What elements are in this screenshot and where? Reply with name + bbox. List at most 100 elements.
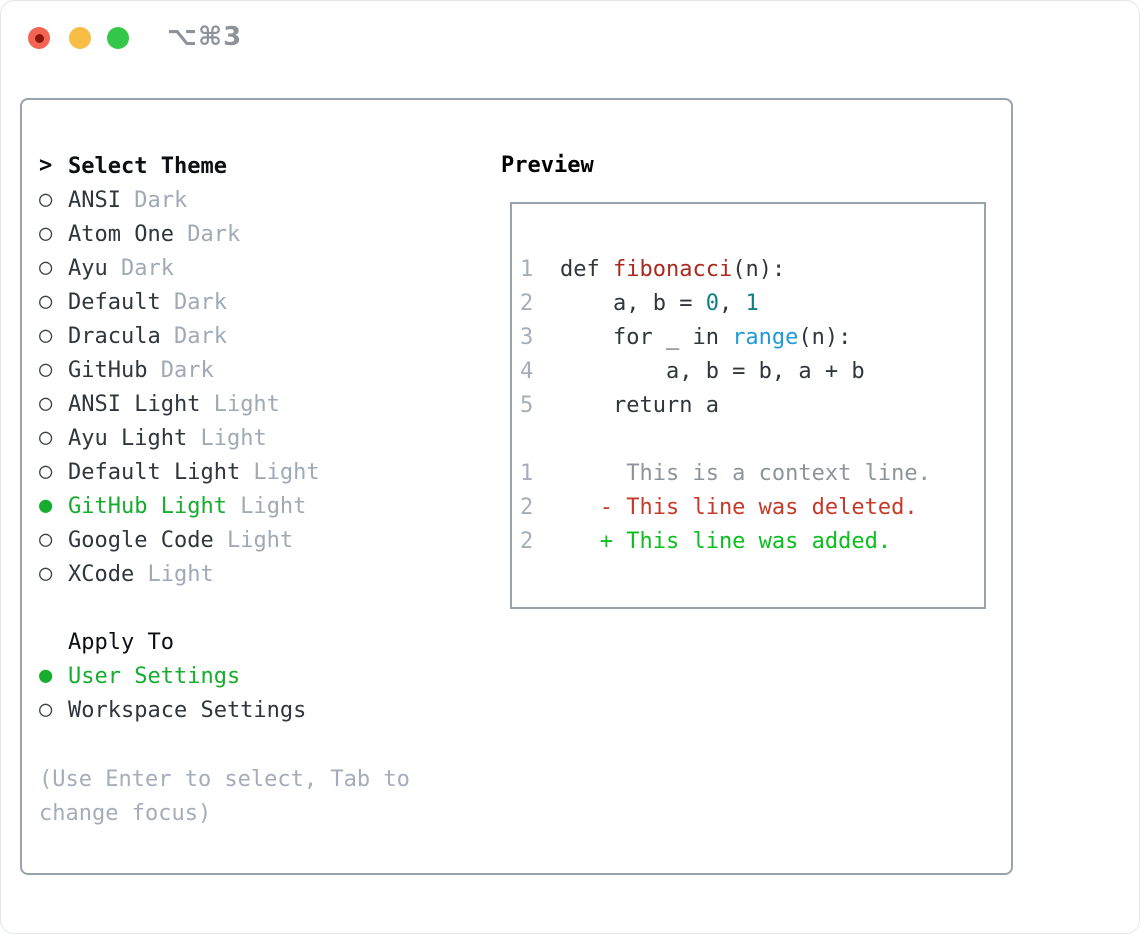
line-content: a, b = 0, 1: [560, 291, 759, 316]
code-token: (n):: [732, 256, 786, 282]
maximize-button[interactable]: [107, 27, 129, 49]
theme-variant-badge: Dark: [160, 323, 227, 349]
theme-list-header: > Select Theme: [39, 149, 320, 183]
code-token: - This line was deleted.: [560, 494, 918, 520]
preview-line: 1 This is a context line.: [520, 456, 984, 490]
preview-line: 1 def fibonacci(n):: [520, 252, 984, 286]
preview-line: 5 return a: [520, 388, 984, 422]
theme-list-title: Select Theme: [68, 153, 227, 179]
line-number: 4: [520, 358, 534, 384]
code-token: range: [732, 324, 799, 350]
radio-icon: ○: [39, 391, 53, 416]
theme-variant-badge: Light: [240, 459, 320, 485]
theme-option[interactable]: ○ANSI Light Light: [39, 387, 320, 421]
theme-name: ANSI Light: [68, 391, 201, 417]
code-token: return a: [560, 392, 719, 418]
line-content: a, b = b, a + b: [560, 359, 865, 384]
theme-option[interactable]: ○ Ayu Dark: [39, 251, 320, 285]
minimize-button[interactable]: [69, 27, 91, 49]
theme-variant-badge: Dark: [147, 357, 214, 383]
code-token: a, b =: [560, 290, 706, 316]
radio-icon: ○: [39, 561, 53, 586]
close-button[interactable]: [28, 27, 50, 49]
line-number: 2: [520, 528, 534, 554]
theme-name: Ayu: [68, 255, 108, 281]
theme-variant-badge: Light: [213, 527, 294, 553]
theme-option[interactable]: ○Default Light Light: [39, 455, 320, 489]
theme-variant-badge: Light: [134, 561, 214, 587]
theme-name: Default: [68, 289, 161, 315]
preview-line: 2 - This line was deleted.: [520, 490, 984, 524]
code-token: + This line was added.: [560, 528, 892, 554]
code-token: ,: [718, 290, 746, 316]
line-number: 1: [520, 256, 534, 282]
radio-icon: ○: [39, 323, 53, 348]
theme-variant-badge: Dark: [173, 221, 241, 247]
theme-option[interactable]: ○GitHub Dark: [39, 353, 320, 387]
theme-name: GitHub Light: [68, 493, 227, 519]
theme-name: GitHub: [68, 357, 148, 383]
line-content: - This line was deleted.: [560, 495, 918, 520]
line-content: for _ in range(n):: [560, 325, 851, 350]
line-content: This is a context line.: [560, 461, 931, 486]
preview-line: 4 a, b = b, a + b: [520, 354, 984, 388]
theme-option[interactable]: ● GitHub Light Light: [39, 489, 320, 523]
preview-heading: Preview: [501, 153, 594, 178]
theme-name: ANSI: [68, 187, 121, 213]
theme-option[interactable]: ○ Default Dark: [39, 285, 320, 319]
theme-variant-badge: Light: [187, 425, 267, 451]
theme-name: Dracula: [68, 323, 161, 349]
preview-line: 3 for _ in range(n):: [520, 320, 984, 354]
line-content: def fibonacci(n):: [560, 257, 785, 282]
theme-name: XCode: [68, 561, 135, 587]
radio-icon: ○: [39, 289, 53, 314]
preview-line: 2 + This line was added.: [520, 524, 984, 558]
theme-option[interactable]: ○ANSI Dark: [39, 183, 320, 217]
theme-picker-panel: >Select Theme○ANSI Dark○Atom One Dark○Ay…: [20, 98, 1013, 875]
theme-option[interactable]: ○ Ayu Light Light: [39, 421, 320, 455]
line-content: + This line was added.: [560, 529, 891, 554]
apply-to-option[interactable]: ● User Settings: [39, 659, 320, 693]
radio-icon: ○: [39, 425, 53, 450]
code-token: a, b = b, a + b: [560, 358, 865, 384]
line-number: 5: [520, 392, 534, 418]
radio-icon: ○: [39, 697, 53, 722]
code-token: fibonacci: [612, 256, 733, 282]
help-line: (Use Enter to select, Tab to: [39, 767, 410, 792]
unsaved-dot-icon: [34, 33, 44, 43]
radio-icon: ○: [39, 527, 53, 552]
theme-option[interactable]: ○Google Code Light: [39, 523, 320, 557]
cursor-icon: >: [39, 153, 53, 178]
theme-variant-badge: Dark: [107, 255, 174, 281]
apply-to-title: Apply To: [68, 629, 174, 655]
theme-list: >Select Theme○ANSI Dark○Atom One Dark○Ay…: [39, 149, 320, 727]
radio-selected-icon: ●: [39, 493, 53, 518]
apply-to-option[interactable]: ○ Workspace Settings: [39, 693, 320, 727]
theme-variant-badge: Light: [226, 493, 307, 519]
help-text: (Use Enter to select, Tab to change focus…: [39, 763, 410, 831]
line-number: 2: [520, 290, 534, 316]
code-token: This is a context line.: [560, 460, 931, 486]
preview-line: 2 a, b = 0, 1: [520, 286, 984, 320]
spacer: [39, 591, 320, 625]
line-number: 2: [520, 494, 534, 520]
radio-selected-icon: ●: [39, 663, 53, 688]
apply-to-header: Apply To: [39, 625, 320, 659]
radio-icon: ○: [39, 459, 53, 484]
line-number: 3: [520, 324, 534, 350]
theme-name: Ayu Light: [68, 425, 188, 451]
code-token: 0: [705, 290, 719, 316]
radio-icon: ○: [39, 255, 53, 280]
code-token: (n):: [798, 324, 852, 350]
apply-to-option-label: Workspace Settings: [68, 697, 307, 723]
apply-to-option-label: User Settings: [68, 663, 241, 689]
theme-option[interactable]: ○ Dracula Dark: [39, 319, 320, 353]
theme-option[interactable]: ○Atom One Dark: [39, 217, 320, 251]
theme-variant-badge: Dark: [160, 289, 227, 315]
help-line: change focus): [39, 801, 212, 826]
code-token: def: [560, 256, 613, 282]
theme-name: Atom One: [68, 221, 174, 247]
theme-option[interactable]: ○ XCode Light: [39, 557, 320, 591]
